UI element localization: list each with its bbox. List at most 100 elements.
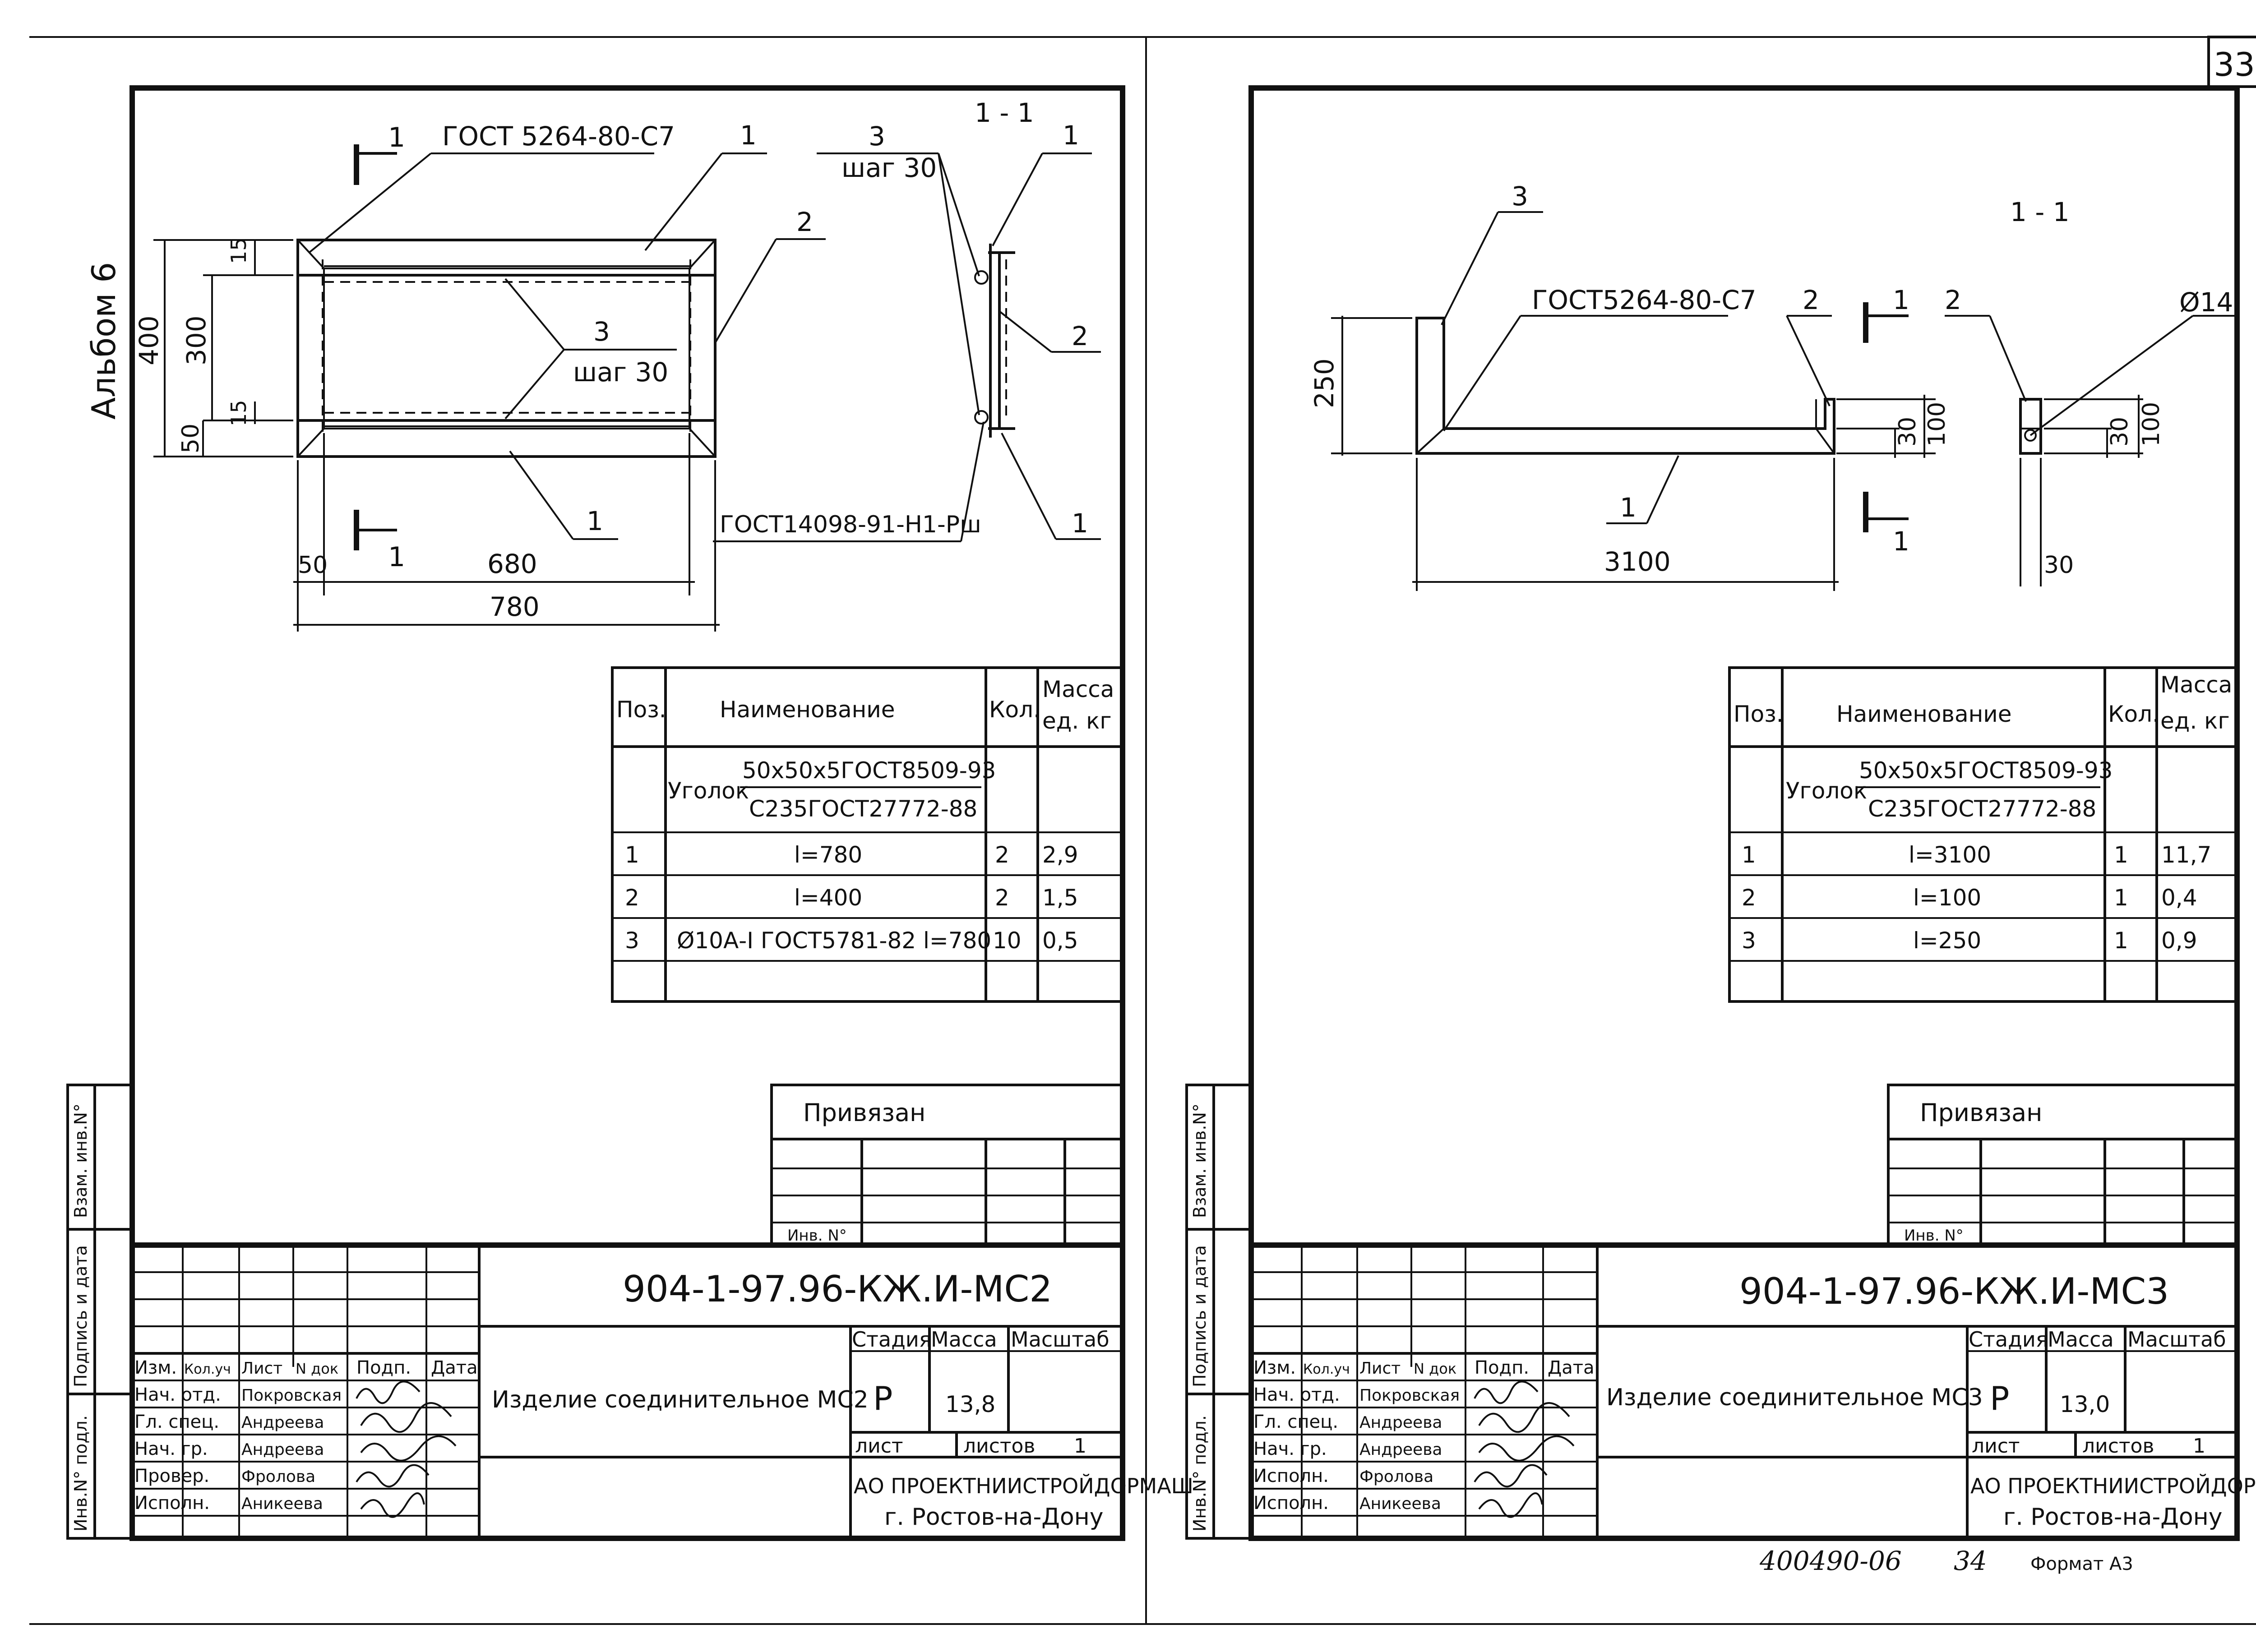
dim-30-b: 30	[2106, 417, 2133, 447]
doc-code: 904-1-97.96-КЖ.И-МС3	[1739, 1270, 2169, 1312]
svg-text:2: 2	[625, 885, 639, 911]
cut-mark-top: 1	[1893, 285, 1909, 315]
stage-header: Стадия	[852, 1327, 931, 1352]
spec-head-name: Наименование	[1836, 701, 2012, 727]
role-name: Андреева	[1359, 1440, 1442, 1459]
left-side-stamp: Взам. инв.N° Подпись и дата Инв.N° подл.	[66, 1084, 134, 1540]
left-sheet: Взам. инв.N° Подпись и дата Инв.N° подл.	[66, 85, 1193, 1541]
lists-label: листов	[963, 1435, 1035, 1458]
mass-header: Масса	[931, 1327, 997, 1352]
stamp-head-ndok: N док	[296, 1360, 338, 1377]
section-pos-1-bottom: 1	[1072, 508, 1088, 539]
cut-mark-bottom: 1	[1893, 526, 1909, 557]
svg-text:1: 1	[625, 842, 639, 868]
svg-text:3: 3	[1742, 928, 1756, 954]
right-spec-table: Поз. Наименование Кол. Масса ед. кг Угол…	[1728, 666, 2238, 1003]
spec-head-mass-unit: ед. кг	[1042, 708, 1112, 734]
dim-30-a: 30	[1894, 417, 1921, 447]
side-label-inv: Инв.N° подл.	[71, 1415, 91, 1532]
dim-680: 680	[487, 549, 537, 579]
cut-mark-bottom: 1	[388, 541, 405, 573]
stage-value: Р	[1990, 1380, 2009, 1417]
role-name: Фролова	[241, 1467, 315, 1486]
svg-text:l=100: l=100	[1913, 885, 1981, 911]
spec-head-pos: Поз.	[616, 697, 666, 723]
right-signature-grid: Изм. Кол.уч Лист N док Подп. Дата Нач. о…	[1251, 1245, 1597, 1538]
doc-code: 904-1-97.96-КЖ.И-МС2	[623, 1268, 1052, 1310]
privyazan-label: Привязан	[803, 1098, 925, 1127]
scale-header: Масштаб	[2127, 1327, 2226, 1352]
org-city: г. Ростов-на-Дону	[2003, 1504, 2223, 1531]
spec-profile-top: 50х50х5ГОСТ8509-93	[1859, 757, 2113, 784]
dim-30-c: 30	[2044, 552, 2074, 579]
spec-head-name: Наименование	[720, 697, 895, 723]
pos-label-2: 2	[1803, 285, 1819, 315]
spec-profile-prefix: Уголок	[1786, 778, 1867, 804]
spec-profile-bottom: С235ГОСТ27772-88	[1868, 796, 2096, 822]
mass-value: 13,8	[945, 1391, 995, 1417]
footer-page: 34	[1954, 1546, 1987, 1576]
svg-text:0,9: 0,9	[2161, 928, 2197, 954]
section-pos-2: 2	[1945, 285, 1961, 315]
weld-gost-label: ГОСТ 5264-80-С7	[442, 121, 675, 152]
album-label: Альбом 6	[85, 262, 123, 420]
inv-no-label: Инв. N°	[787, 1227, 847, 1245]
dim-50-bottom: 50	[298, 552, 328, 579]
role-name: Покровская	[241, 1386, 342, 1405]
role-label: Исполн.	[1253, 1493, 1329, 1514]
page-number: 33	[2214, 46, 2255, 83]
svg-text:3: 3	[625, 928, 639, 954]
role-name: Аникеева	[241, 1495, 323, 1513]
lists-count: 1	[2193, 1435, 2205, 1458]
privyazan-label: Привязан	[1920, 1098, 2042, 1127]
role-name: Аникеева	[1359, 1495, 1441, 1513]
pos-label-1: 1	[1620, 492, 1637, 523]
dim-250: 250	[1309, 358, 1340, 408]
rod-gost-label: ГОСТ14098-91-Н1-Рш	[720, 511, 981, 538]
scale-header: Масштаб	[1011, 1327, 1110, 1352]
right-privyazan-block: Привязан Инв. N°	[1887, 1084, 2238, 1246]
spec-profile-bottom: С235ГОСТ27772-88	[749, 796, 977, 822]
stamp-head-data: Дата	[431, 1357, 478, 1378]
svg-text:2: 2	[1742, 885, 1756, 911]
role-name: Андреева	[241, 1440, 324, 1459]
section-pos-2: 2	[1072, 321, 1088, 351]
stage-value: Р	[873, 1380, 892, 1417]
dim-3100: 3100	[1604, 546, 1671, 577]
side-label-podpis: Подпись и дата	[1190, 1245, 1210, 1387]
dim-100-a: 100	[1923, 402, 1951, 447]
stamp-head-izm: Изм.	[134, 1357, 177, 1378]
dim-15-bottom: 15	[227, 400, 251, 426]
role-label: Гл. спец.	[1253, 1412, 1338, 1432]
doc-title: Изделие соединительное МС3	[1606, 1384, 1983, 1411]
role-label: Провер.	[134, 1466, 209, 1486]
role-label: Гл. спец.	[134, 1412, 219, 1432]
stamp-head-kolvo: Кол.уч	[184, 1361, 231, 1377]
pos-label-1-bottom: 1	[587, 506, 603, 536]
svg-text:0,5: 0,5	[1042, 928, 1078, 954]
role-label: Нач. отд.	[1253, 1384, 1340, 1405]
svg-text:2,9: 2,9	[1042, 842, 1078, 868]
side-label-inv: Инв.N° подл.	[1190, 1415, 1210, 1532]
svg-text:l=400: l=400	[794, 885, 862, 911]
section-pos-1-top: 1	[1063, 120, 1079, 151]
diameter-label: Ø14	[2179, 287, 2233, 318]
stage-header: Стадия	[1969, 1327, 2048, 1352]
table-row: 2 l=400 2 1,5	[625, 885, 1078, 911]
role-name: Фролова	[1359, 1467, 1433, 1486]
role-name: Андреева	[241, 1413, 324, 1432]
svg-text:10: 10	[993, 928, 1022, 954]
svg-text:2: 2	[995, 842, 1009, 868]
lists-count: 1	[1074, 1435, 1086, 1458]
org-name: АО ПРОЕКТНИИСТРОЙДОРМАШ	[854, 1474, 1193, 1498]
role-label: Исполн.	[1253, 1466, 1329, 1486]
stamp-head-list: Лист	[1359, 1359, 1401, 1378]
stamp-head-list: Лист	[241, 1359, 282, 1378]
svg-text:1,5: 1,5	[1042, 885, 1078, 911]
role-name: Покровская	[1359, 1386, 1460, 1405]
signature-scribble	[356, 1380, 457, 1518]
right-drawing: 3 ГОСТ5264-80-С7 2 1 1 1 250	[1309, 181, 2237, 591]
svg-text:Ø10А-I ГОСТ5781-82 l=780: Ø10А-I ГОСТ5781-82 l=780	[677, 928, 991, 954]
svg-text:l=3100: l=3100	[1909, 842, 1991, 868]
